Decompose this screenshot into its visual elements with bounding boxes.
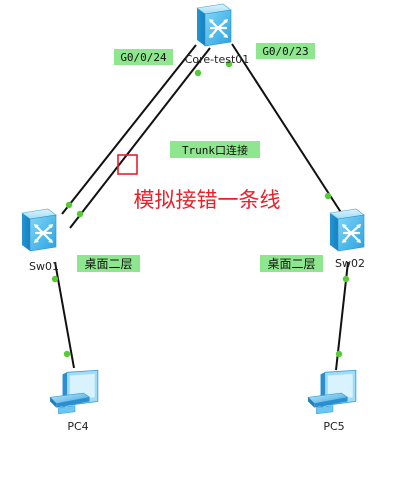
port-dot [342, 275, 350, 283]
sw01-label: Sw01 [29, 260, 59, 273]
port-dot [324, 192, 332, 200]
device-core-switch[interactable]: Core-test01 [185, 2, 250, 66]
wrong-link-marker [117, 154, 138, 175]
switch-icon [20, 207, 58, 253]
link-sw01-pc4 [54, 261, 75, 369]
pc4-label: PC4 [67, 420, 88, 433]
port-dot [225, 60, 233, 68]
port-dot [194, 69, 202, 77]
desktop-l2-text: 桌面二层 [267, 257, 315, 271]
label-background [114, 49, 173, 65]
port-label-g0-0-23: G0/0/23 [256, 43, 315, 59]
label-background [260, 255, 323, 272]
port-label-g0-0-24: G0/0/24 [114, 49, 173, 65]
switch-icon [328, 207, 366, 253]
port-dots-group [51, 60, 350, 358]
label-background [170, 141, 260, 158]
desktop-l2-text: 桌面二层 [84, 257, 132, 271]
trunk-note: Trunk口连接 [170, 141, 260, 158]
label-background [256, 43, 315, 59]
pc-icon [307, 369, 357, 414]
device-sw02[interactable]: Sw02 [328, 207, 366, 270]
port-dot [63, 350, 71, 358]
link-core-sw01-b [69, 47, 211, 229]
device-sw01[interactable]: Sw01 [20, 207, 59, 273]
port-dot [335, 350, 343, 358]
label-background [77, 255, 140, 272]
port-dot [65, 201, 73, 209]
pc5-label: PC5 [323, 420, 344, 433]
sw02-label: Sw02 [335, 257, 365, 270]
device-pc4[interactable]: PC4 [49, 369, 99, 433]
desktop-l2-note-left: 桌面二层 [77, 255, 140, 272]
port-dot [51, 275, 59, 283]
port-label-text: G0/0/23 [262, 45, 308, 58]
core-switch-icon [195, 2, 233, 48]
link-core-sw01-a [61, 44, 197, 215]
device-pc5[interactable]: PC5 [307, 369, 357, 433]
port-label-text: G0/0/24 [120, 51, 167, 64]
link-core-sw02 [231, 43, 343, 215]
core-switch-label: Core-test01 [185, 53, 250, 66]
desktop-l2-note-right: 桌面二层 [260, 255, 323, 272]
annotation-text: 模拟接错一条线 [134, 188, 281, 212]
trunk-note-text: Trunk口连接 [182, 144, 248, 157]
port-dot [76, 210, 84, 218]
pc-icon [49, 369, 99, 414]
